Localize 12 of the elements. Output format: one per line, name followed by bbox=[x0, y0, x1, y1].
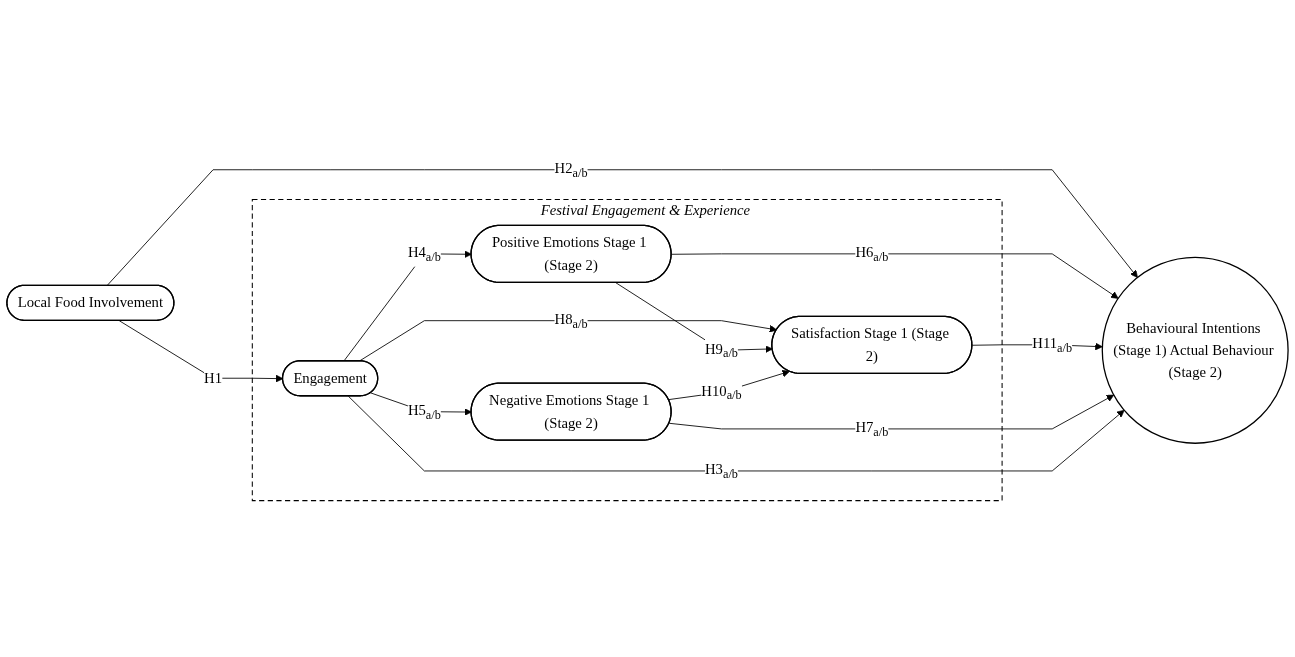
node-circle: Behavioural Intentions (Stage 1) Actual Behaviour (Stage 2) bbox=[1101, 256, 1289, 444]
edge-label: H9$_{a/b}$ bbox=[705, 340, 738, 360]
edge-label: H6$_{a/b}$ bbox=[855, 243, 889, 263]
edge-label: H4$_{a/b}$ bbox=[407, 243, 441, 263]
edge-label: H8$_{a/b}$ bbox=[554, 310, 588, 330]
edge-label: H2$_{a/b}$ bbox=[554, 159, 588, 179]
edge-label: H10$_{a/b}$ bbox=[701, 382, 742, 402]
edge-label: H1 bbox=[204, 369, 223, 386]
edge-label: H5$_{a/b}$ bbox=[407, 401, 441, 421]
edge-label: H11$_{a/b}$ bbox=[1032, 334, 1073, 354]
edge-label: H7$_{a/b}$ bbox=[855, 418, 889, 438]
edge-label: H3$_{a/b}$ bbox=[705, 460, 738, 481]
